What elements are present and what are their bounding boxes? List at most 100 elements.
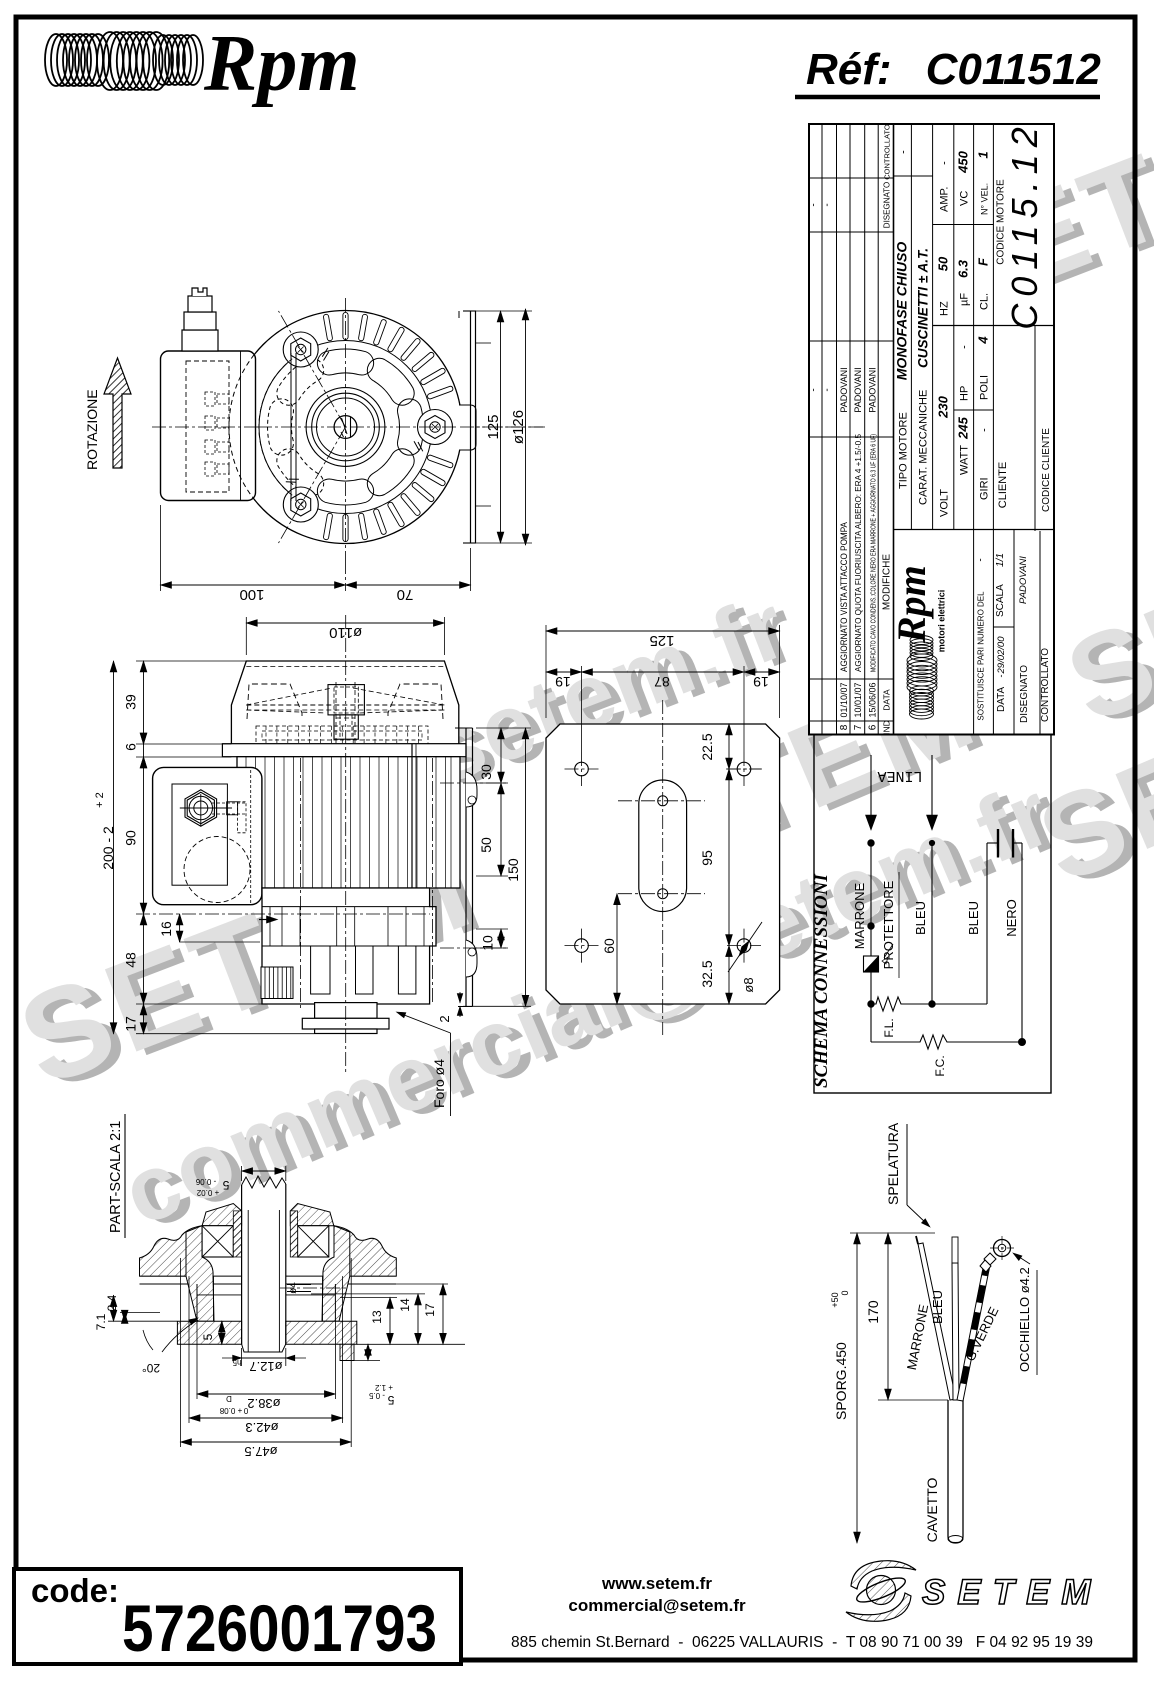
svg-text:motori elettrici: motori elettrici bbox=[937, 590, 947, 653]
svg-text:885 chemin St.Bernard - 0622: 885 chemin St.Bernard - 06225 VALLAURIS … bbox=[511, 1634, 1093, 1651]
svg-text:5726001793: 5726001793 bbox=[122, 1591, 437, 1665]
svg-text:-: - bbox=[979, 428, 991, 432]
svg-text:SPELATURA: SPELATURA bbox=[885, 1122, 901, 1205]
svg-text:150: 150 bbox=[505, 858, 521, 882]
svg-text:CODICE MOTORE: CODICE MOTORE bbox=[996, 179, 1007, 265]
svg-text:ø38.2: ø38.2 bbox=[247, 1396, 280, 1411]
svg-text:90: 90 bbox=[123, 830, 139, 846]
svg-text:POLI: POLI bbox=[979, 375, 991, 400]
svg-text:29/02/00: 29/02/00 bbox=[996, 636, 1007, 675]
svg-text:CONTROLLATO: CONTROLLATO bbox=[883, 124, 892, 180]
svg-text:MODIFICATO CAVO CONDENS.:COLOR: MODIFICATO CAVO CONDENS.:COLORE NERO ERA… bbox=[870, 434, 877, 672]
svg-text:+ 1.2: + 1.2 bbox=[374, 1383, 393, 1392]
svg-text:ø8: ø8 bbox=[741, 977, 756, 992]
svg-text:N° VEL.: N° VEL. bbox=[980, 183, 990, 215]
svg-text:PADOVANI: PADOVANI bbox=[867, 367, 877, 412]
svg-text:+ 0.02: + 0.02 bbox=[196, 1188, 219, 1197]
svg-text:-: - bbox=[996, 675, 1006, 678]
svg-text:PROTETTORE: PROTETTORE bbox=[881, 880, 896, 969]
svg-text:450: 450 bbox=[956, 150, 971, 173]
svg-text:AGGIORNATO QUOTA FUORIUSCITA A: AGGIORNATO QUOTA FUORIUSCITA ALBERO: ERA… bbox=[854, 434, 863, 672]
svg-text:50: 50 bbox=[936, 256, 951, 271]
svg-text:-: - bbox=[939, 161, 951, 165]
svg-text:4: 4 bbox=[976, 336, 991, 345]
svg-text:Foro ø4: Foro ø4 bbox=[431, 1059, 447, 1108]
svg-text:19: 19 bbox=[555, 674, 571, 690]
svg-text:+ 2: + 2 bbox=[94, 792, 106, 808]
svg-text:F: F bbox=[976, 257, 991, 266]
svg-text:DISEGNATO: DISEGNATO bbox=[883, 182, 892, 228]
svg-text:PADOVANI: PADOVANI bbox=[1018, 556, 1029, 604]
svg-text:MONOFASE CHIUSO: MONOFASE CHIUSO bbox=[894, 242, 910, 381]
svg-text:- 0.5: - 0.5 bbox=[368, 1391, 385, 1400]
svg-text:48: 48 bbox=[123, 952, 139, 968]
svg-text:CARAT. MECCANICHE: CARAT. MECCANICHE bbox=[918, 390, 930, 505]
svg-text:F.C.: F.C. bbox=[933, 1055, 947, 1076]
svg-text:170: 170 bbox=[865, 1300, 881, 1324]
svg-text:32.5: 32.5 bbox=[699, 960, 715, 987]
svg-text:-: - bbox=[822, 203, 833, 206]
svg-text:13: 13 bbox=[370, 1310, 384, 1324]
svg-text:20°: 20° bbox=[142, 1361, 160, 1375]
svg-text:ø42.3: ø42.3 bbox=[245, 1420, 278, 1435]
svg-text:F.L.: F.L. bbox=[882, 1018, 896, 1037]
svg-text:16: 16 bbox=[158, 921, 174, 937]
svg-text:ø126: ø126 bbox=[510, 410, 527, 444]
svg-text:5: 5 bbox=[222, 1178, 229, 1192]
svg-text:10: 10 bbox=[480, 935, 496, 951]
svg-text:ø12.7: ø12.7 bbox=[249, 1359, 282, 1374]
svg-text:ROTAZIONE: ROTAZIONE bbox=[84, 389, 100, 470]
svg-text:0: 0 bbox=[840, 1290, 850, 1295]
svg-text:ø4: ø4 bbox=[288, 1282, 299, 1294]
svg-text:CL.: CL. bbox=[979, 293, 991, 310]
svg-text:6: 6 bbox=[867, 724, 878, 730]
svg-text:50: 50 bbox=[478, 837, 494, 853]
svg-text:PART-SCALA 2:1: PART-SCALA 2:1 bbox=[108, 1121, 124, 1233]
svg-text:87: 87 bbox=[654, 674, 670, 690]
svg-text:-: - bbox=[898, 150, 910, 154]
svg-text:10/01/07: 10/01/07 bbox=[853, 682, 863, 717]
svg-text:8: 8 bbox=[839, 724, 850, 730]
svg-text:17: 17 bbox=[423, 1303, 437, 1317]
svg-text:1/1: 1/1 bbox=[995, 553, 1006, 567]
svg-text:CONTROLLATO: CONTROLLATO bbox=[1040, 648, 1051, 722]
svg-text:14: 14 bbox=[398, 1298, 412, 1312]
svg-text:17: 17 bbox=[123, 1016, 139, 1032]
svg-text:VOLT: VOLT bbox=[939, 489, 951, 517]
svg-text:HZ: HZ bbox=[939, 301, 951, 316]
svg-text:-: - bbox=[809, 388, 820, 391]
svg-text:NERO: NERO bbox=[1004, 899, 1019, 937]
svg-text:125: 125 bbox=[649, 632, 674, 649]
svg-text:SCHEMA CONNESSIONI: SCHEMA CONNESSIONI bbox=[811, 874, 832, 1088]
svg-text:01/10/07: 01/10/07 bbox=[839, 682, 849, 717]
svg-text:5: 5 bbox=[201, 1333, 215, 1340]
svg-text:D: D bbox=[226, 1394, 232, 1403]
svg-text:95: 95 bbox=[699, 850, 715, 866]
svg-text:Réf:C011512: Réf:C011512 bbox=[806, 45, 1101, 94]
svg-text:PADOVANI: PADOVANI bbox=[853, 367, 863, 412]
svg-text:7.1: 7.1 bbox=[94, 1313, 108, 1330]
svg-text:245: 245 bbox=[956, 416, 971, 439]
svg-text:2: 2 bbox=[437, 1015, 452, 1022]
svg-text:CODICE CLIENTE: CODICE CLIENTE bbox=[1041, 428, 1052, 512]
svg-text:-: - bbox=[822, 388, 833, 391]
svg-text:www.setem.fr: www.setem.fr bbox=[601, 1574, 712, 1593]
svg-text:HP: HP bbox=[959, 386, 971, 401]
svg-text:AGGIORNATO VISTA ATTACCO POMPA: AGGIORNATO VISTA ATTACCO POMPA bbox=[839, 522, 849, 672]
svg-text:OCCHIELLO ø4.2: OCCHIELLO ø4.2 bbox=[1017, 1267, 1032, 1372]
svg-text:MODIFICHE: MODIFICHE bbox=[882, 554, 893, 610]
svg-text:DISEGNATO: DISEGNATO bbox=[1019, 665, 1030, 723]
svg-text:70: 70 bbox=[397, 586, 414, 603]
svg-text:-: - bbox=[976, 558, 987, 561]
svg-text:7: 7 bbox=[853, 724, 864, 730]
svg-text:code:: code: bbox=[31, 1572, 119, 1609]
svg-text:h5: h5 bbox=[232, 1358, 241, 1367]
svg-text:IND: IND bbox=[882, 720, 892, 735]
svg-text:DATA: DATA bbox=[882, 689, 892, 711]
svg-text:0: 0 bbox=[243, 1406, 248, 1415]
svg-text:CLIENTE: CLIENTE bbox=[997, 462, 1009, 508]
svg-text:BLEU: BLEU bbox=[930, 1290, 945, 1324]
svg-text:WATT: WATT bbox=[959, 445, 971, 475]
svg-text:SCALA: SCALA bbox=[995, 584, 1006, 617]
svg-text:ø47.5: ø47.5 bbox=[244, 1444, 277, 1459]
